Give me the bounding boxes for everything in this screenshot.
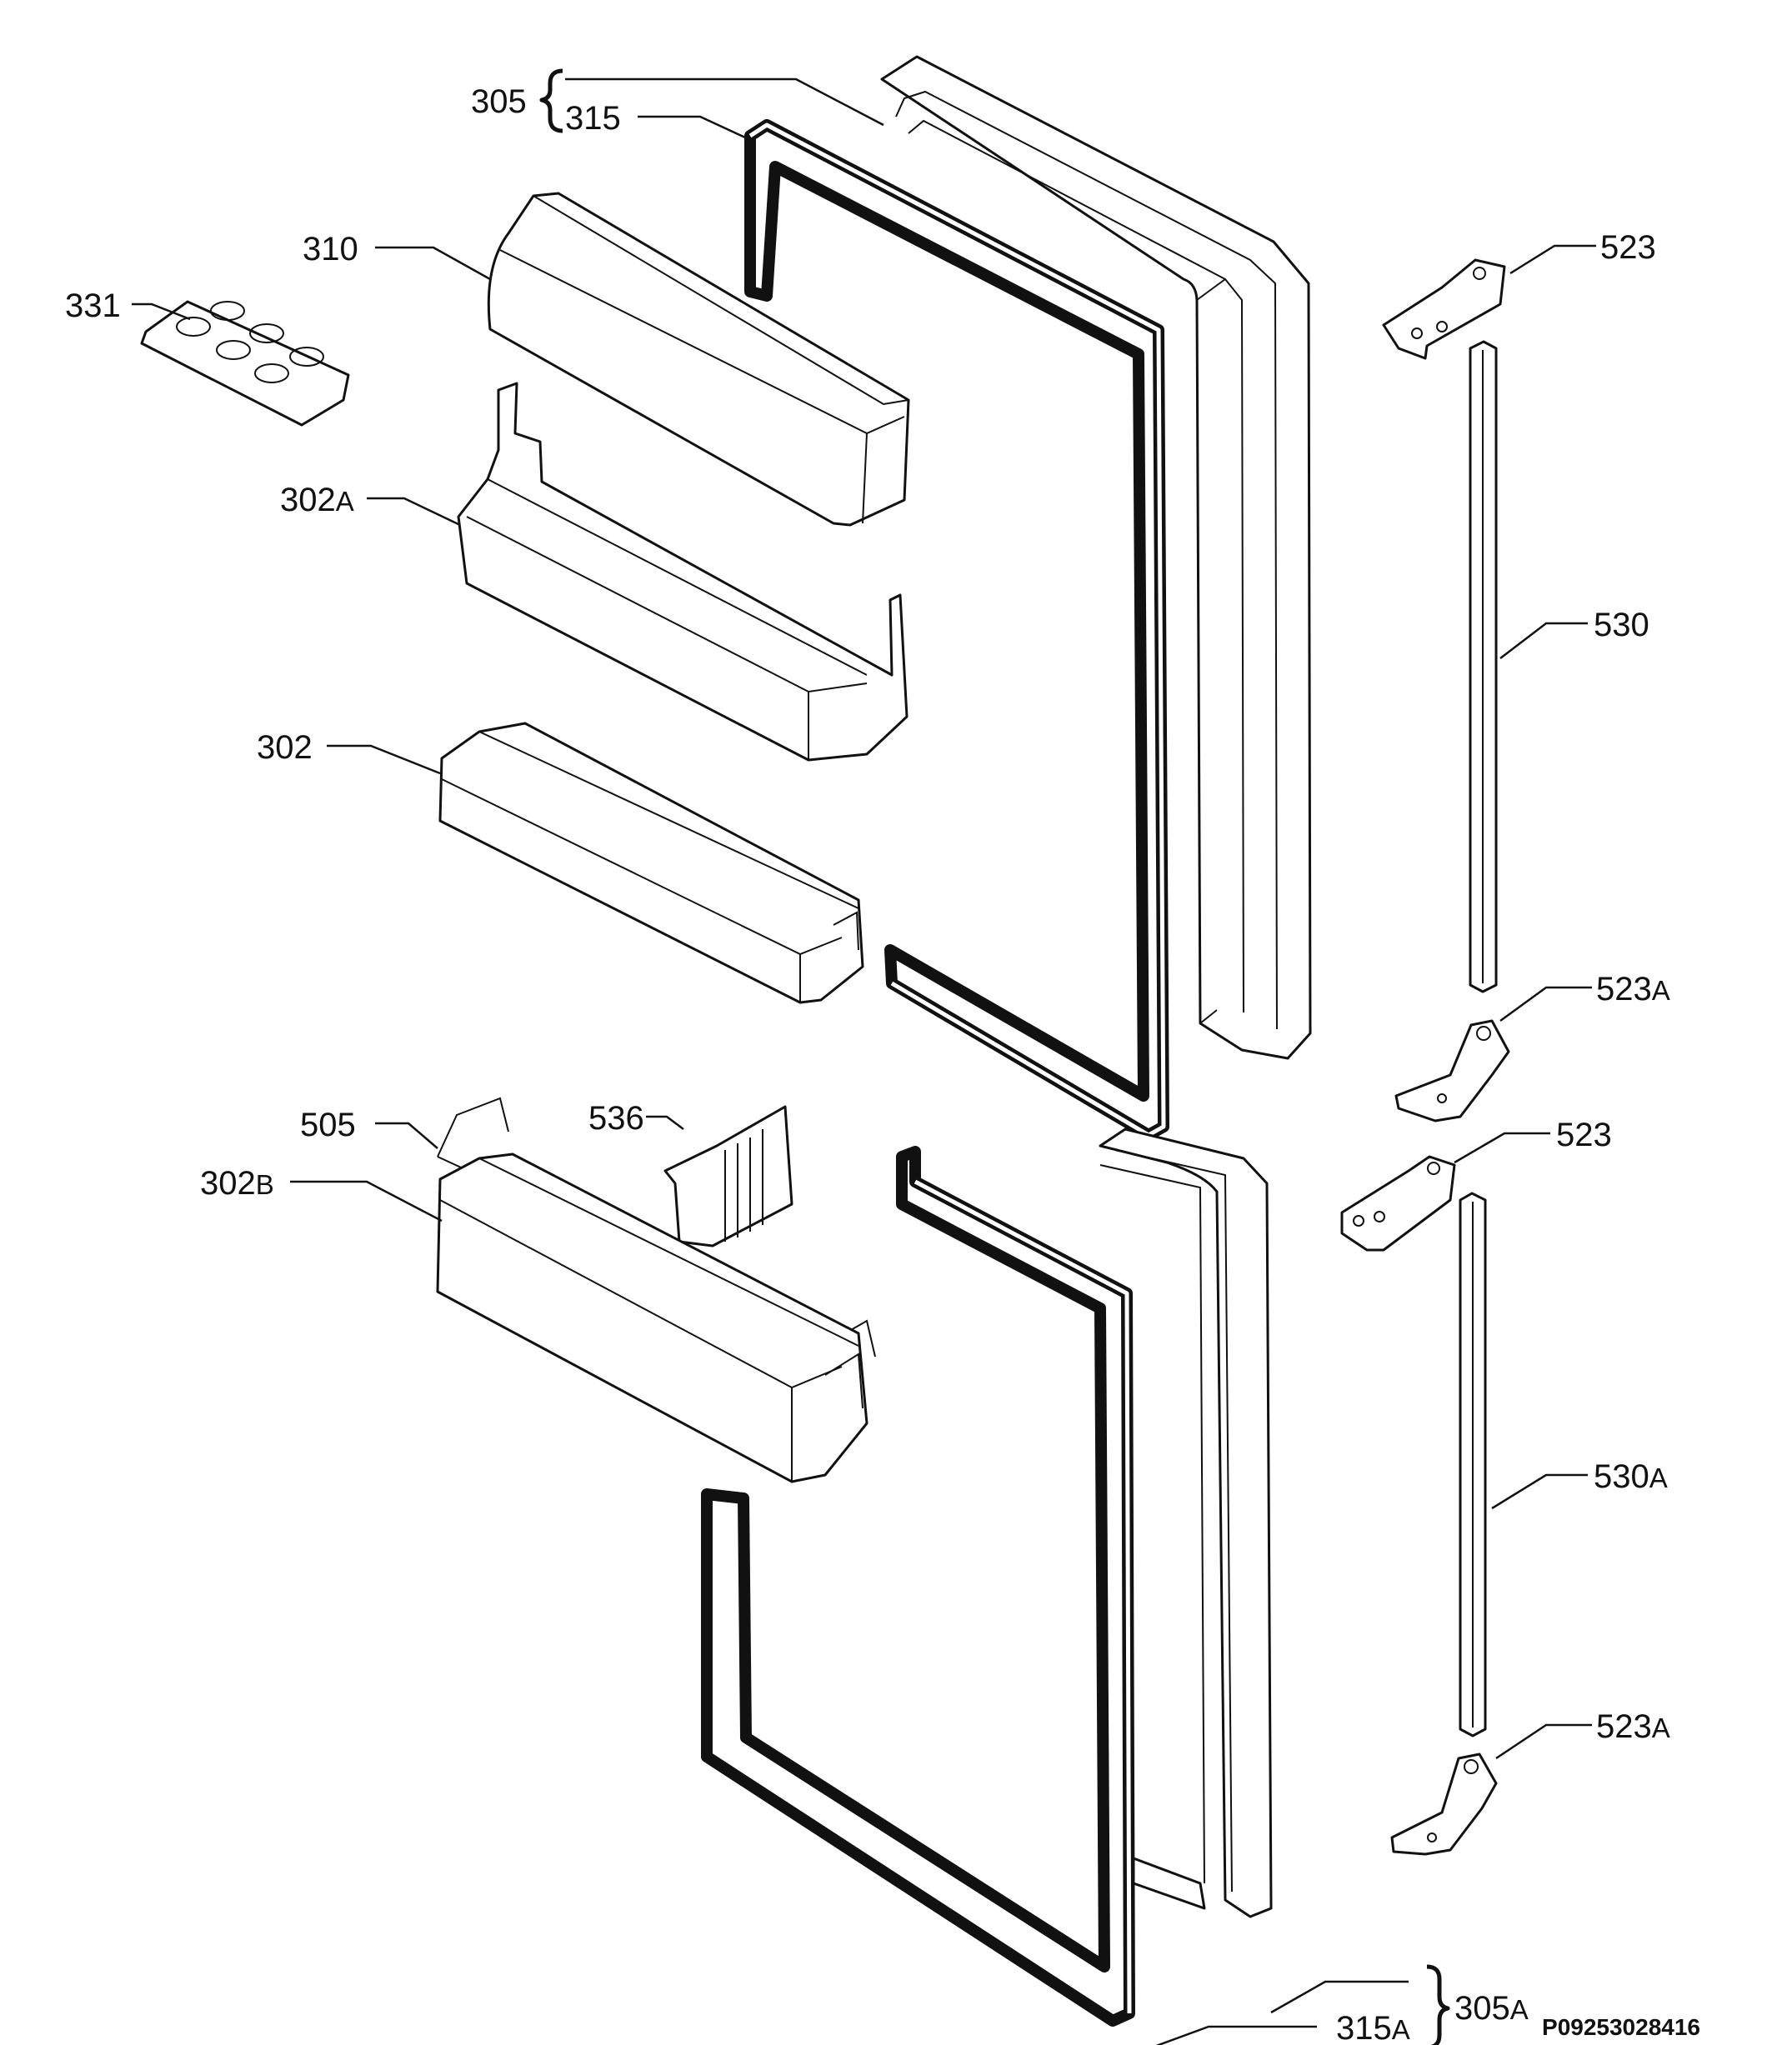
- brace-305a: [1426, 1964, 1450, 2045]
- hinge-strip-530a: [1459, 1192, 1487, 1738]
- upper-door: [880, 55, 1312, 1060]
- hinge-523a-top: [1394, 1019, 1510, 1122]
- bottle-divider: [663, 1105, 793, 1248]
- dairy-compartment-cover: [487, 192, 910, 527]
- lower-door: [1099, 1128, 1273, 1918]
- label-302a: 302A: [280, 482, 354, 518]
- egg-tray: [140, 300, 350, 427]
- label-523a-bottom: 523A: [1596, 1708, 1670, 1745]
- label-530: 530: [1594, 607, 1649, 643]
- label-331: 331: [65, 288, 121, 324]
- door-shelf-302b: [436, 1152, 868, 1483]
- label-302: 302: [257, 729, 313, 766]
- door-shelf-302a: [457, 382, 909, 762]
- label-305a: 305A: [1454, 1990, 1529, 2027]
- leader-lines: [132, 78, 1596, 2045]
- label-530a: 530A: [1594, 1458, 1668, 1495]
- hinge-523-top: [1382, 258, 1506, 360]
- label-315a: 315A: [1336, 2010, 1410, 2045]
- label-315: 315: [565, 100, 621, 137]
- label-523-bottom: 523: [1556, 1117, 1612, 1153]
- upper-door-gasket: [744, 119, 1169, 1141]
- label-536: 536: [588, 1100, 644, 1137]
- brace-305: [539, 68, 563, 133]
- part-labels: 305 315 310 331 302A 302 505 536 302B 52…: [65, 83, 1670, 2045]
- hinge-strip-530: [1469, 340, 1498, 993]
- door-shelf-302: [438, 722, 864, 1004]
- label-523a-top: 523A: [1596, 971, 1670, 1008]
- hinge-523-bottom: [1340, 1155, 1456, 1252]
- reference-code: P09253028416: [1542, 2014, 1700, 2040]
- label-302b: 302B: [200, 1165, 274, 1202]
- label-305: 305: [471, 83, 527, 120]
- hinge-523a-bottom: [1390, 1752, 1498, 1856]
- lower-door-gasket: [701, 1146, 1135, 2027]
- label-505: 505: [300, 1107, 356, 1143]
- label-523-top: 523: [1600, 229, 1656, 266]
- label-310: 310: [303, 231, 358, 268]
